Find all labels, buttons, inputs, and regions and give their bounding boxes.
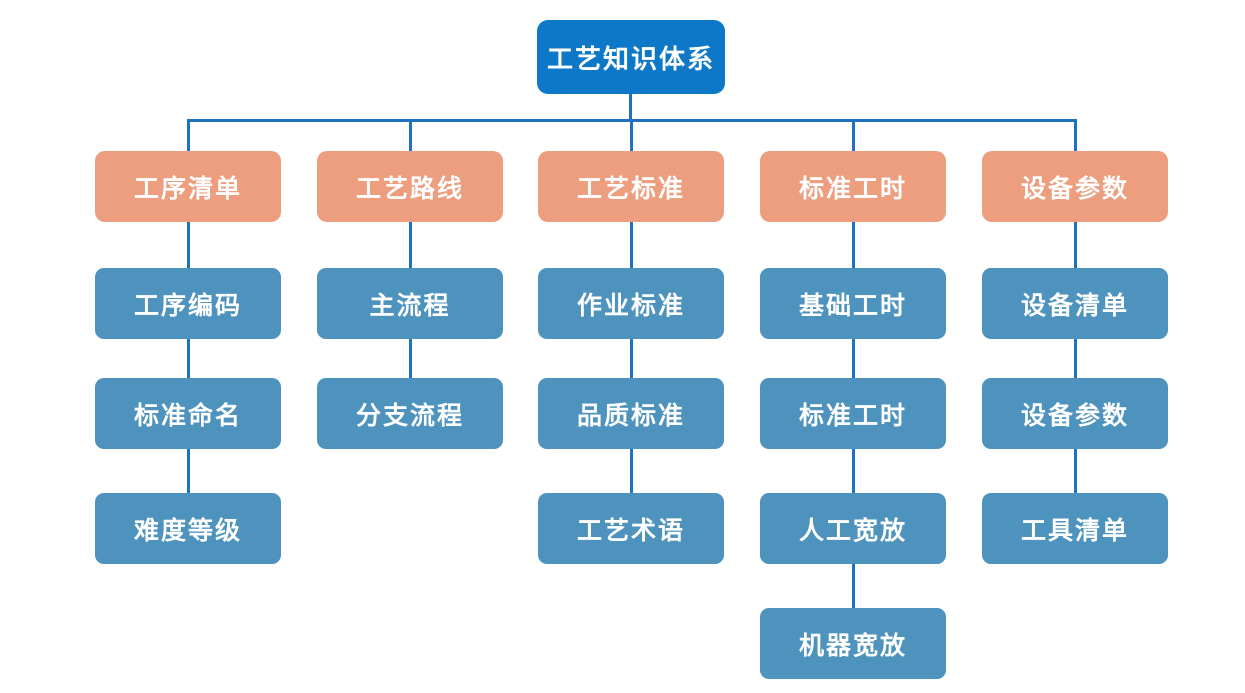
connector-col5-c [1074,449,1077,493]
connector-col4-a [852,222,855,268]
diagram-node-col4-child-2: 标准工时 [760,378,946,449]
diagram-node-col1-child-3: 难度等级 [95,493,281,564]
connector-root-down [629,94,632,121]
connector-col3-a [630,222,633,268]
diagram-node-col5-child-1: 设备清单 [982,268,1168,339]
connector-col4-b [852,339,855,378]
diagram-node-branch-3: 工艺标准 [538,151,724,222]
connector-col1-a [187,222,190,268]
diagram-node-col3-child-3: 工艺术语 [538,493,724,564]
diagram-node-col5-child-2: 设备参数 [982,378,1168,449]
connector-stub-5 [1074,119,1077,152]
connector-stub-2 [409,119,412,152]
connector-stub-1 [187,119,190,152]
connector-col3-b [630,339,633,378]
connector-col2-a [409,222,412,268]
diagram-node-col3-child-2: 品质标准 [538,378,724,449]
diagram-node-root: 工艺知识体系 [537,20,725,94]
connector-col1-b [187,339,190,378]
diagram-node-branch-2: 工艺路线 [317,151,503,222]
connector-stub-4 [852,119,855,152]
connector-col5-a [1074,222,1077,268]
connector-col5-b [1074,339,1077,378]
diagram-node-col2-child-2: 分支流程 [317,378,503,449]
diagram-node-col4-child-1: 基础工时 [760,268,946,339]
diagram-node-branch-1: 工序清单 [95,151,281,222]
diagram-node-col1-child-2: 标准命名 [95,378,281,449]
connector-col2-b [409,339,412,378]
connector-col3-c [630,449,633,493]
connector-col4-d [852,564,855,608]
diagram-node-col3-child-1: 作业标准 [538,268,724,339]
diagram-node-col4-child-3: 人工宽放 [760,493,946,564]
diagram-node-col2-child-1: 主流程 [317,268,503,339]
diagram-node-col4-child-4: 机器宽放 [760,608,946,679]
diagram-node-col5-child-3: 工具清单 [982,493,1168,564]
diagram-node-branch-5: 设备参数 [982,151,1168,222]
diagram-node-col1-child-1: 工序编码 [95,268,281,339]
connector-stub-3 [630,119,633,152]
connector-col4-c [852,449,855,493]
diagram-node-branch-4: 标准工时 [760,151,946,222]
connector-col1-c [187,449,190,493]
